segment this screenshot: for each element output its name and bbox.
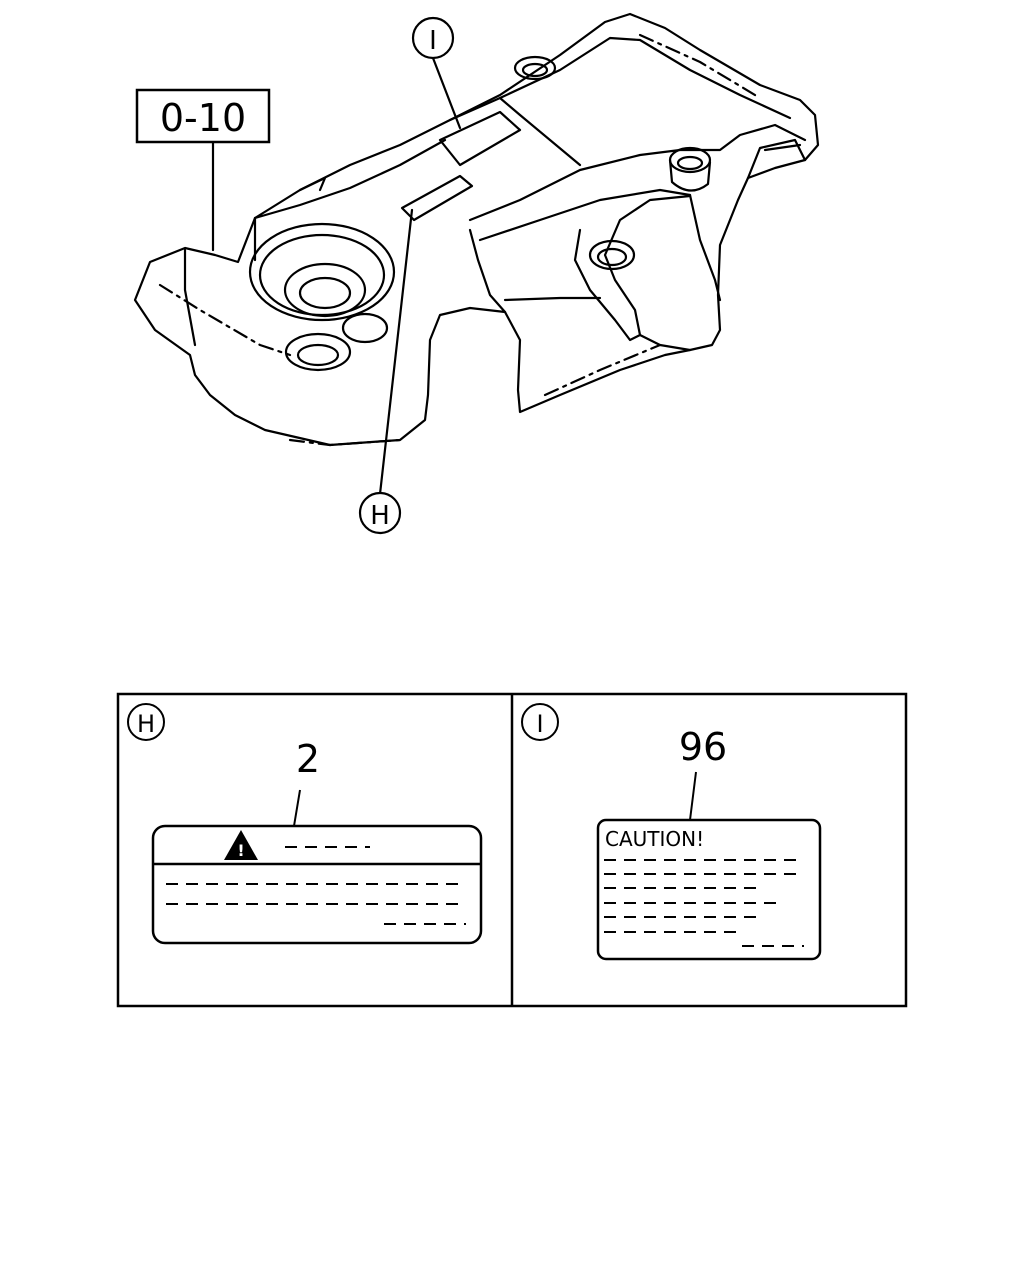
panel-i-part-number: 96	[679, 725, 727, 769]
reference-code-label: 0-10	[160, 96, 246, 140]
panel-h-letter: H	[137, 710, 155, 738]
warning-label-h: !	[151, 824, 483, 945]
warning-triangle-icon	[224, 830, 258, 860]
caution-text: CAUTION!	[605, 827, 704, 851]
detail-panels	[116, 692, 908, 1008]
callout-i-label: I	[429, 26, 437, 56]
reference-code-box: 0-10	[135, 88, 271, 144]
engine-cover-drawing	[133, 12, 820, 496]
panel-i: I 96 CAUTION!	[521, 703, 822, 961]
callout-h-label: H	[370, 501, 390, 531]
svg-text:!: !	[237, 841, 244, 860]
panel-h: H 2 !	[127, 703, 483, 945]
callout-i: I	[411, 16, 455, 60]
panel-h-part-number: 2	[296, 737, 320, 781]
panel-i-letter: I	[536, 710, 543, 738]
caution-label-i: CAUTION!	[596, 818, 822, 961]
callout-h: H	[358, 491, 402, 535]
